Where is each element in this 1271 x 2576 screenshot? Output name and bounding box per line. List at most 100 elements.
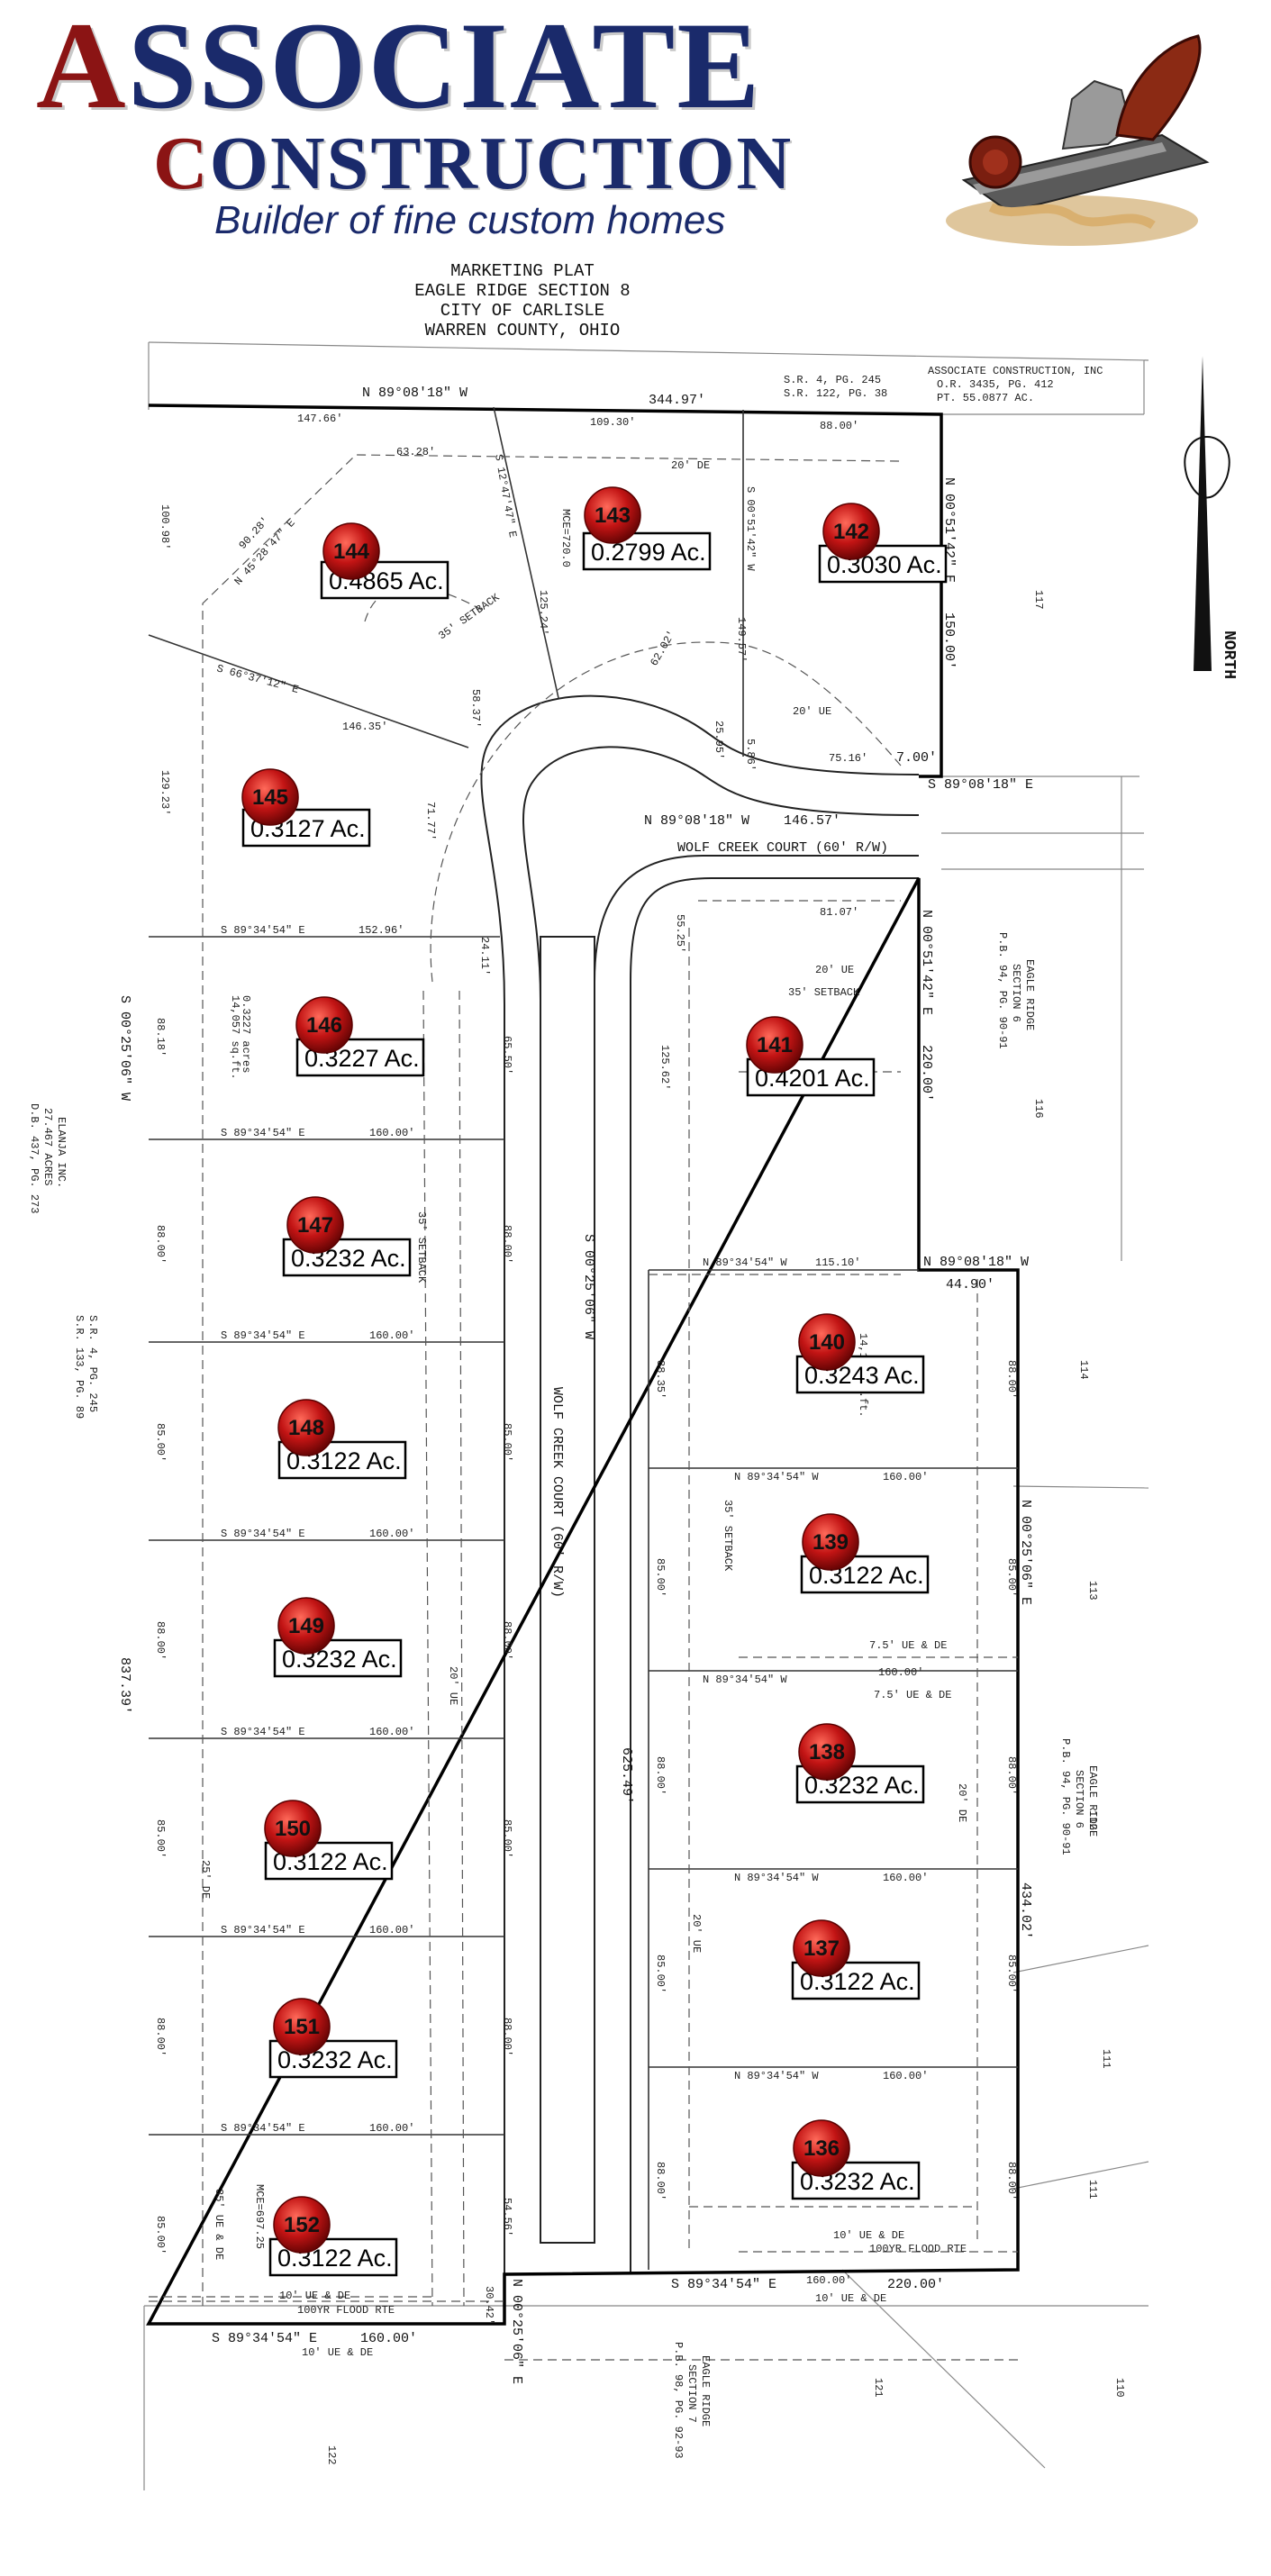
owner-label: ASSOCIATE CONSTRUCTION, INC: [928, 365, 1103, 377]
lot-line-bearing: S 89°34'54" E: [221, 1924, 305, 1937]
lot-141: 0.4201 Ac.141: [746, 1016, 876, 1097]
lot-badge: [322, 522, 380, 580]
lot-line-dist: 160.00': [883, 1471, 928, 1483]
lot-148: 0.3122 Ac.148: [277, 1399, 407, 1480]
easement-label: 20' DE: [671, 459, 710, 472]
dim-label: 88.00': [1005, 2162, 1018, 2200]
neighbor-subdivision: SECTION 7: [685, 2364, 698, 2423]
setback-label: 35' SETBACK: [788, 986, 860, 999]
lot-badge: [584, 486, 641, 544]
dim-label: 85.00': [654, 1558, 667, 1597]
dim-label: 85.00': [154, 1819, 167, 1858]
lot-line-bearing: S 89°34'54" E: [221, 2122, 305, 2135]
lot-144: 0.4865 Ac.144: [320, 522, 449, 600]
seg-label: 109.30': [590, 416, 635, 429]
west-dist: 837.39': [117, 1657, 132, 1714]
owner-label: PT. 55.0877 AC.: [937, 392, 1034, 404]
lot-badge: [273, 1998, 331, 2055]
lot-area-box: [795, 1764, 925, 1804]
lot-line-dist: 160.00': [369, 1528, 414, 1540]
lot-badge: [798, 1723, 856, 1781]
lot-line-bearing: S 89°34'54" E: [221, 924, 305, 937]
logo-line-2: CONSTRUCTION: [153, 122, 794, 205]
dim-label: 85.00': [1005, 1558, 1018, 1597]
neighbor-lines: [143, 341, 1149, 2490]
bearing-label: N 89°08'18" W: [923, 1255, 1029, 1270]
easement-label: 20' UE: [815, 964, 854, 976]
lot-number: 150: [275, 1817, 311, 1841]
lot-line-bearing: S 89°34'54" E: [221, 1528, 305, 1540]
dim-label: 25.95': [713, 721, 725, 759]
lot-line-bearing: N 89°34'54" W: [703, 1673, 787, 1686]
easement-label: 10' UE & DE: [833, 2229, 904, 2242]
north-label: NORTH: [1220, 630, 1238, 679]
neighbor-subdivision: EAGLE RIDGE: [699, 2355, 712, 2426]
lot-line-bearing: N 89°34'54" W: [734, 1471, 819, 1483]
dim-label: 88.00': [654, 1756, 667, 1795]
lot-line-bearing: N 89°34'54" W: [703, 1256, 787, 1269]
seg-label: 63.28': [396, 446, 435, 458]
neighbor-ref: S.R. 4, PG. 245: [86, 1315, 99, 1412]
dim-label: 85.00': [654, 1955, 667, 1993]
plat-heading-line: EAGLE RIDGE SECTION 8: [414, 281, 631, 301]
dim-label: 88.00': [154, 2018, 167, 2056]
dim-label: 85.00': [154, 1423, 167, 1462]
lot-number: 137: [803, 1937, 840, 1961]
dist-label: 146.57': [784, 813, 840, 829]
survey-annotations: N 89°08'18" W 344.97' 147.66' 109.30' 88…: [28, 365, 1126, 2465]
lot-number: 145: [252, 785, 288, 810]
east-dist: 434.02': [1018, 1882, 1033, 1939]
dim-label: 88.18': [154, 1018, 167, 1057]
dim-label: 5.86': [744, 739, 757, 771]
lot-badge: [295, 996, 353, 1054]
lot-badge: [277, 1399, 335, 1456]
lot-number: 148: [288, 1416, 324, 1440]
dist-label: 30.42': [483, 2286, 495, 2325]
bearing-top: N 89°08'18" W: [362, 385, 468, 401]
neighbor-subdivision: SECTION 6: [1010, 964, 1022, 1022]
lot-146: 0.3227 Ac.146: [295, 996, 425, 1077]
dist-label: 160.00': [360, 2331, 417, 2346]
lot-number: 152: [284, 2213, 320, 2237]
dim-label: 55.25': [674, 914, 686, 953]
lot-line-dist: 160.00': [369, 1924, 414, 1937]
lot-number: 139: [813, 1530, 849, 1555]
east-bearing: N 00°51'42" E: [919, 910, 934, 1015]
lot-number: 149: [288, 1614, 324, 1638]
dist-top: 344.97': [649, 393, 705, 408]
lot-139: 0.3122 Ac.139: [800, 1513, 930, 1594]
easement-label: 10' UE & DE: [279, 2290, 350, 2302]
street-name: WOLF CREEK COURT (60' R/W): [677, 840, 888, 856]
lot-line-bearing: S 89°34'54" E: [221, 1329, 305, 1342]
neighbor-subdivision: SECTION 6: [1073, 1770, 1085, 1828]
lot-138: 0.3232 Ac.138: [795, 1723, 925, 1804]
lot-badge: [286, 1196, 344, 1254]
bearing-label: N 89°08'18" W: [644, 813, 749, 829]
lot-number: 143: [595, 503, 631, 528]
lot-line-bearing: S 89°34'54" E: [221, 1726, 305, 1738]
lot-lines: [148, 406, 1018, 2270]
lot-136: 0.3232 Ac.136: [791, 2119, 921, 2200]
lot-line-dist: 160.00': [878, 1666, 923, 1679]
lot-badge: [264, 1800, 322, 1857]
dim-label: 85.00': [501, 1819, 513, 1858]
lot-badge: [273, 2196, 331, 2254]
bearing-label: S 89°34'54" E: [212, 2331, 317, 2346]
easement-label: 10' UE & DE: [815, 2292, 886, 2305]
lot-line-dist: 115.10': [815, 1256, 860, 1269]
owner-ref: S.R. 122, PG. 38: [784, 387, 887, 400]
lot-badge: [798, 1313, 856, 1371]
lot-sqft: 14,057 sq.ft.: [229, 995, 241, 1080]
west-bearing: S 00°25'06" W: [117, 995, 132, 1101]
dist-label: 220.00': [887, 2277, 944, 2292]
neighbor-subdivision: EAGLE RIDGE: [1023, 959, 1036, 1030]
lot-149: 0.3232 Ac.149: [273, 1597, 403, 1678]
bearing-label: S 89°08'18" E: [928, 777, 1033, 793]
neighbor-owner: D.B. 437, PG. 273: [28, 1103, 41, 1213]
neighbor-owner: 27.467 ACRES: [41, 1108, 54, 1185]
neighbor-lot: 111: [1086, 2180, 1099, 2200]
bearing-label: S 00°51'42" W: [744, 486, 757, 571]
neighbor-subdivision: P.B. 94, PG. 90-91: [1059, 1738, 1072, 1855]
lot-number: 147: [297, 1213, 333, 1238]
neighbor-lot: 122: [325, 2445, 338, 2465]
